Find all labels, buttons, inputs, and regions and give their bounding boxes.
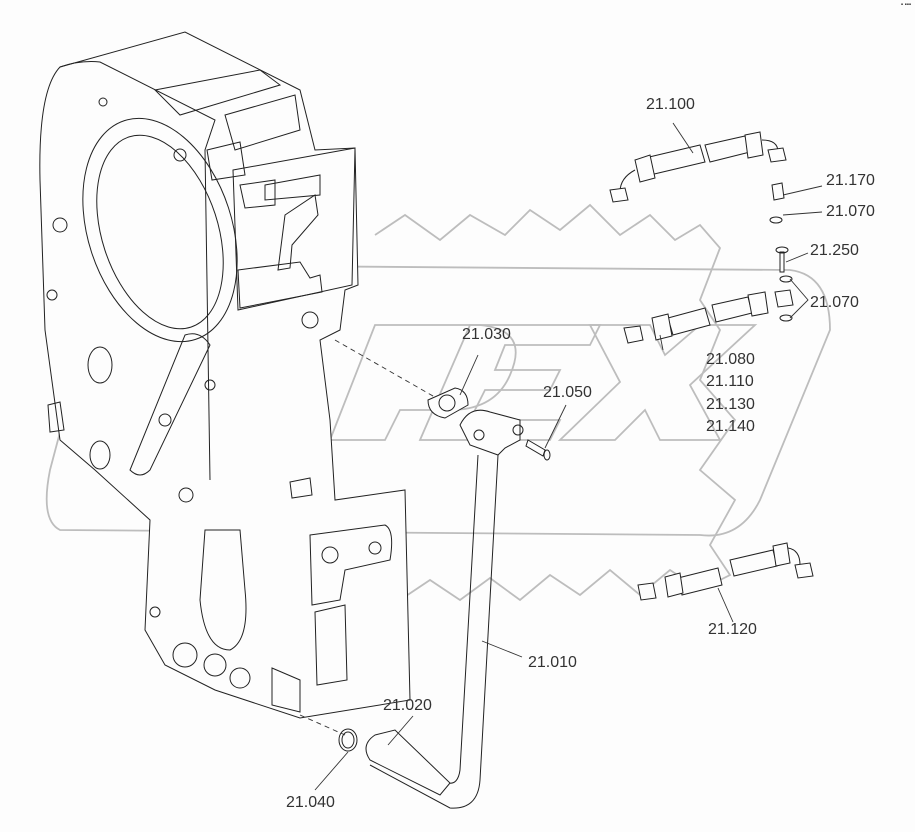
callout-21-250[interactable]: 21.250 [810,242,859,259]
callout-21-070-pair[interactable]: 21.070 [810,294,859,311]
transmission-housing [39,31,411,719]
callout-21-010[interactable]: 21.010 [528,654,577,671]
corner-mark: ▪ ▪▪▪ [900,2,911,8]
callout-21-170[interactable]: 21.170 [826,172,875,189]
watermark-oval [45,264,831,537]
hose-assembly-middle [623,246,794,344]
watermark-gear [374,203,737,602]
flange-bolt [525,439,551,461]
callout-21-140[interactable]: 21.140 [706,418,755,435]
alignment-line-lower [299,714,346,736]
hose-assembly-lower [637,542,814,601]
leader-lines [314,122,823,791]
alignment-line-upper [334,339,441,401]
flange-gasket [427,387,469,419]
callout-21-020[interactable]: 21.020 [383,697,432,714]
callout-21-040[interactable]: 21.040 [286,794,335,811]
callout-21-120[interactable]: 21.120 [708,621,757,638]
watermark-letter-x [557,324,758,441]
o-ring [338,728,358,752]
hose-assembly-upper [609,131,787,224]
suction-pipe [365,409,524,809]
callout-21-050[interactable]: 21.050 [543,384,592,401]
callout-21-100[interactable]: 21.100 [646,96,695,113]
callout-21-080[interactable]: 21.080 [706,351,755,368]
callout-21-130[interactable]: 21.130 [706,396,755,413]
callout-21-110[interactable]: 21.110 [706,373,754,390]
callout-21-030[interactable]: 21.030 [462,326,511,343]
callout-21-070-upper[interactable]: 21.070 [826,203,875,220]
